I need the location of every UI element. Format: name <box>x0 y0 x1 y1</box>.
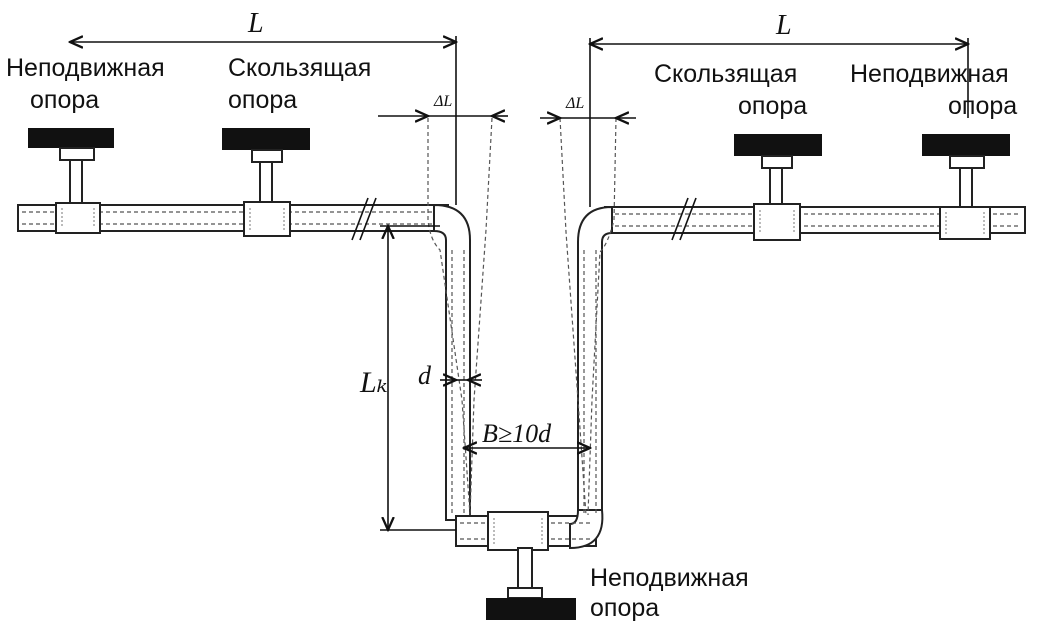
fixed-support-right-label-line1: Неподвижная <box>850 60 1009 88</box>
sliding-support-right-label-line2: опора <box>738 92 807 120</box>
compensator-width-label: B≥10d <box>482 419 552 448</box>
fixed-support-bottom-label-line2: опора <box>590 594 659 622</box>
sliding-support-left-label-line1: Скользящая <box>228 54 371 82</box>
span-left-label: L <box>247 8 264 39</box>
fixed-support-right-label-line2: опора <box>948 92 1017 120</box>
pipe-break-mark-right <box>671 197 697 241</box>
dimension-span-right <box>590 38 968 207</box>
sliding-support-right <box>734 134 822 241</box>
sliding-support-right-label-line1: Скользящая <box>654 60 797 88</box>
fixed-support-bottom-label-line1: Неподвижная <box>590 564 749 592</box>
sliding-support-left <box>222 128 310 237</box>
fixed-support-left <box>28 128 114 234</box>
fixed-support-bottom <box>486 547 576 620</box>
dimension-compensator-height <box>380 226 456 530</box>
span-right-label: L <box>775 10 792 41</box>
compensator-height-label: Lₖ <box>359 366 388 399</box>
fixed-support-right <box>922 134 1010 240</box>
deflected-outline <box>427 117 617 516</box>
pipe-diameter-label: d <box>418 361 432 390</box>
fixed-support-left-label-line1: Неподвижная <box>6 54 165 82</box>
pipe-break-mark-left <box>351 197 377 241</box>
dimension-span-left <box>70 36 456 205</box>
sliding-support-left-label-line2: опора <box>228 86 297 114</box>
fixed-support-left-label-line2: опора <box>30 86 99 114</box>
delta-left-label: ΔL <box>433 93 452 110</box>
delta-right-label: ΔL <box>565 95 584 112</box>
